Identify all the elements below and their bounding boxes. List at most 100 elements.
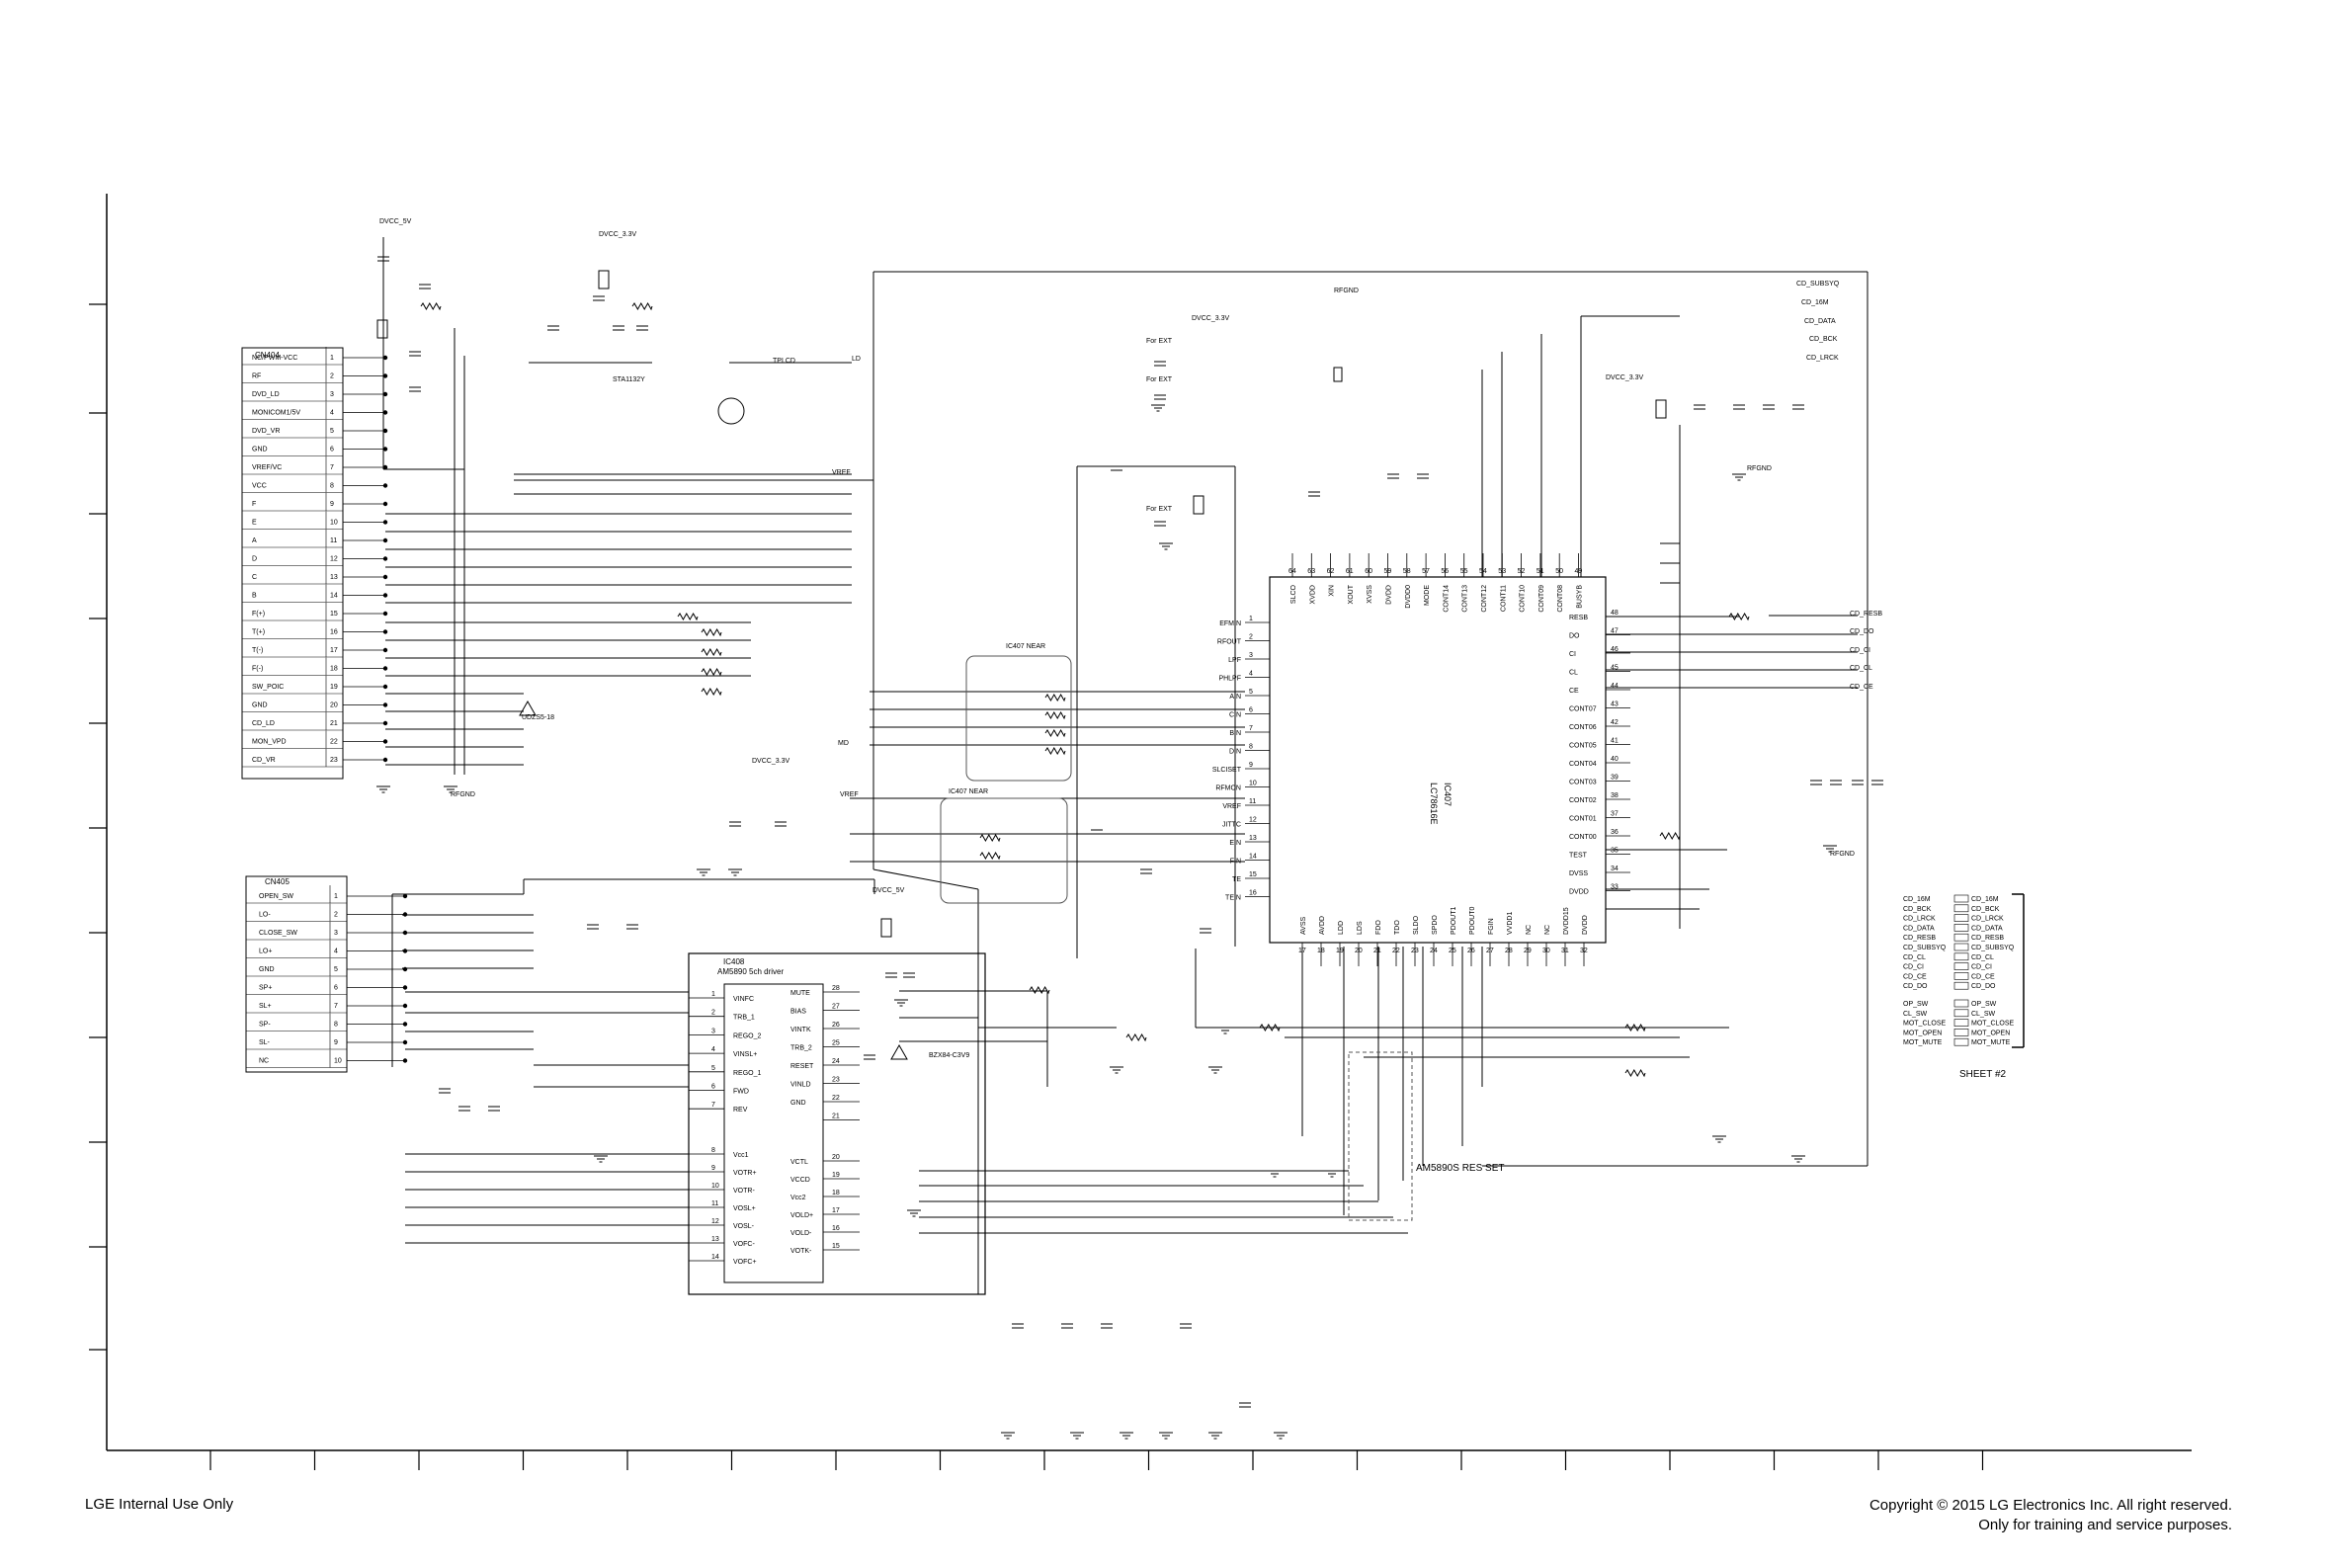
ic-pin-number: 13 xyxy=(1249,835,1257,842)
cn404-pin-number: 19 xyxy=(330,684,338,691)
driver-pin-number: 17 xyxy=(832,1207,840,1214)
cn404-node xyxy=(382,520,388,525)
ic-pin-name: CONT11 xyxy=(1500,585,1507,612)
driver-pin-number: 3 xyxy=(711,1028,715,1034)
cn404-pin-label: DVD_VR xyxy=(252,428,280,435)
diode-symbol xyxy=(519,700,537,716)
ic-pin-name: DVDD xyxy=(1582,915,1589,935)
ic-pin-number: 46 xyxy=(1611,646,1619,653)
ic-pin-name: PDOUT1 xyxy=(1451,907,1457,936)
cn405-pin-label: NC xyxy=(259,1058,269,1065)
net-cd-cl: CD_CL xyxy=(1850,665,1872,672)
net-md: MD xyxy=(838,740,849,747)
wiring xyxy=(382,237,1868,1294)
ic-pin-number: 36 xyxy=(1611,829,1619,836)
resistor xyxy=(1624,1068,1646,1078)
resistor xyxy=(1044,710,1066,720)
driver-pin-name: MUTE xyxy=(790,990,810,997)
resistor xyxy=(701,667,722,677)
driver-pin-name: VINLD xyxy=(790,1082,811,1089)
driver-pin-number: 9 xyxy=(711,1165,715,1172)
bus-label-left: CD_CI xyxy=(1903,964,1924,971)
driver-pin-number: 16 xyxy=(832,1225,840,1232)
cn404-pin-number: 3 xyxy=(330,391,334,398)
cn404-node xyxy=(382,720,388,726)
cn404-pin-number: 14 xyxy=(330,593,338,600)
cn405-pin-number: 6 xyxy=(334,985,338,992)
driver-ic-right-pins: 28MUTE27BIAS26VINTK25TRB_224RESET23VINLD… xyxy=(790,985,860,1255)
cn404-pin-label: C xyxy=(252,574,257,581)
inductor-symbol xyxy=(1193,495,1204,515)
ic-pin-name: JITTC xyxy=(1222,822,1241,829)
driver-pin-name: RESET xyxy=(790,1063,814,1070)
ic-pin-name: PHLPF xyxy=(1218,676,1241,683)
ic-pin-number: 61 xyxy=(1346,568,1354,575)
ic-pin-name: CONT02 xyxy=(1569,797,1597,804)
cn404-node xyxy=(382,373,388,378)
cn405-node xyxy=(402,949,408,953)
ic-pin-name: AVDD xyxy=(1319,916,1326,935)
resistor xyxy=(677,612,699,621)
net-dvcc5: DVCC_5V xyxy=(379,218,412,225)
ic-pin-name: NC xyxy=(1544,925,1551,935)
ic-pin-number: 3 xyxy=(1249,652,1253,659)
cn404-pin-number: 2 xyxy=(330,373,334,380)
ic-pin-number: 16 xyxy=(1249,890,1257,897)
cn404-pin-label: GND xyxy=(252,702,268,709)
ic-pin-name: DVDD xyxy=(1569,889,1589,896)
bus-connector-box xyxy=(1953,933,1969,942)
cn404-pin-number: 13 xyxy=(330,574,338,581)
cn404-pin-number: 8 xyxy=(330,483,334,490)
ic-pin-number: 62 xyxy=(1327,568,1335,575)
cn404-pin-label: F(-) xyxy=(252,666,263,673)
driver-pin-name: TRB_1 xyxy=(733,1015,755,1022)
resistor xyxy=(979,833,1001,843)
cn405-pin-label: OPEN_SW xyxy=(259,893,293,900)
ic-pin-name: CONT08 xyxy=(1557,585,1564,613)
net-rfgnd-right2: RFGND xyxy=(1830,851,1855,858)
driver-ic-am5890: IC408 AM5890 5ch driver 1VINFC2TRB_13REG… xyxy=(688,952,986,1295)
ic-pin-number: 27 xyxy=(1486,948,1494,954)
driver-pin-name: VCCD xyxy=(790,1177,810,1184)
ic-pin-number: 6 xyxy=(1249,707,1253,714)
ic-pin-name: DIN xyxy=(1229,749,1241,756)
cn404-pin-number: 23 xyxy=(330,757,338,764)
cn405-node xyxy=(402,966,408,972)
ic-pin-number: 50 xyxy=(1555,568,1563,575)
driver-pin-name: VCTL xyxy=(790,1159,808,1166)
ic-pin-name: FDO xyxy=(1375,920,1382,935)
main-ic-name: LC78616E xyxy=(1429,783,1439,825)
driver-pin-name: REGO_1 xyxy=(733,1070,762,1077)
cn404-pin-number: 17 xyxy=(330,647,338,654)
ic-pin-name: CI xyxy=(1569,651,1576,658)
ic-pin-name: AIN xyxy=(1229,694,1241,701)
cn404-pin-number: 12 xyxy=(330,556,338,563)
resistor xyxy=(420,301,442,311)
ic-pin-number: 45 xyxy=(1611,665,1619,672)
cn404-node xyxy=(382,391,388,397)
note-d402: UDZS5-18 xyxy=(522,714,554,721)
ic-pin-name: CONT01 xyxy=(1569,816,1597,823)
note-transistor: STA1132Y xyxy=(613,376,645,383)
driver-ic-left-pins: 1VINFC2TRB_13REGO_24VINSL+5REGO_16FWD7RE… xyxy=(689,991,762,1266)
ic-pin-number: 35 xyxy=(1611,848,1619,855)
bus-label-left: MOT_OPEN xyxy=(1903,1030,1942,1036)
ic-pin-name: SPDO xyxy=(1432,915,1439,935)
ic-pin-name: CIN xyxy=(1229,712,1241,719)
bus-label-left: CD_CE xyxy=(1903,973,1927,980)
footer-copyright: Copyright © 2015 LG Electronics Inc. All… xyxy=(1869,1496,2232,1535)
net-vref-top: VREF xyxy=(832,469,851,476)
cn404-pin-number: 18 xyxy=(330,666,338,673)
cn404-pin-label: SW_POIC xyxy=(252,684,284,691)
cn404-pin-label: DVD_LD xyxy=(252,391,280,398)
driver-ic-ref: IC408 xyxy=(723,957,745,966)
ic-pin-name: PDOUT0 xyxy=(1469,907,1476,936)
ic-pin-name: VVDD1 xyxy=(1507,912,1514,935)
net-cd-data: CD_DATA xyxy=(1804,318,1836,325)
bus-label-left: MOT_CLOSE xyxy=(1903,1021,1947,1028)
driver-pin-name: VOTK- xyxy=(790,1248,812,1255)
